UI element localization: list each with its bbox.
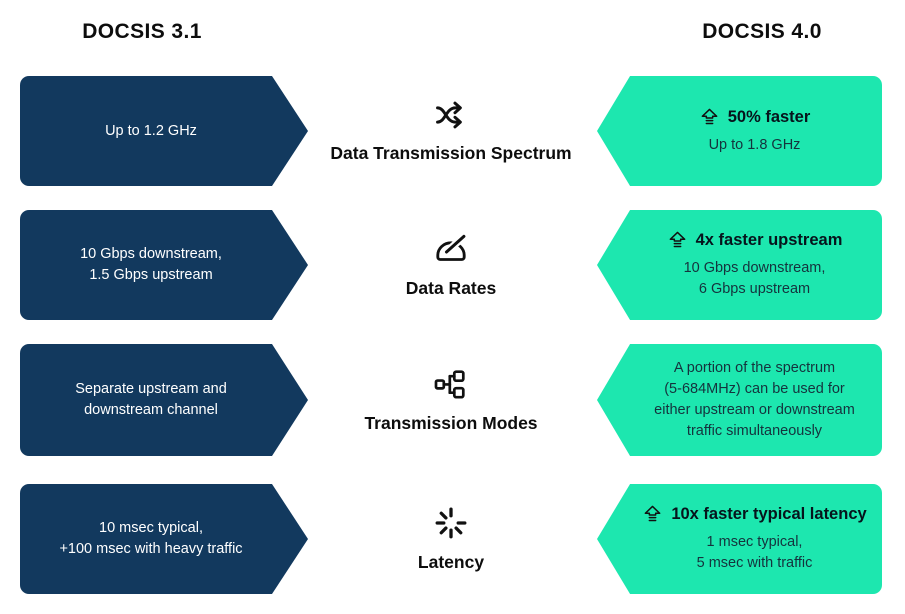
docsis40-latency-highlight: 10x faster typical latency: [642, 504, 867, 525]
highlight-text: 50% faster: [727, 107, 811, 126]
detail-line: 10 Gbps downstream,: [683, 260, 826, 276]
speed-up-icon: [701, 108, 718, 124]
gauge-icon: [436, 232, 468, 261]
speed-up-icon: [669, 231, 686, 248]
docsis31-modes-line2: downstream channel: [84, 402, 218, 418]
detail-line: (5-684MHz) can be used for: [664, 381, 845, 397]
docsis31-banner-latency: 10 msec typical, +100 msec with heavy tr…: [20, 484, 308, 594]
row-latency: 10 msec typical, +100 msec with heavy tr…: [0, 484, 905, 594]
docsis40-column-title: DOCSIS 4.0: [702, 20, 822, 43]
docsis40-modes-detail: A portion of the spectrum (5-684MHz) can…: [654, 358, 855, 442]
docsis31-rates-line2: 1.5 Gbps upstream: [89, 267, 213, 283]
feature-label-spectrum: Data Transmission Spectrum: [330, 143, 572, 163]
docsis31-rates-line1: 10 Gbps downstream,: [80, 246, 222, 262]
speed-up-icon: [644, 505, 661, 522]
detail-line: 5 msec with traffic: [696, 555, 813, 571]
docsis31-banner-spectrum: Up to 1.2 GHz: [20, 76, 308, 186]
docsis40-latency-detail: 1 msec typical, 5 msec with traffic: [697, 532, 813, 574]
spinner-icon: [435, 507, 467, 539]
docsis40-spectrum-detail: Up to 1.8 GHz: [709, 135, 801, 156]
docsis40-rates-highlight: 4x faster upstream: [667, 230, 843, 251]
feature-rates: Data Rates: [310, 210, 592, 320]
detail-line: 1 msec typical,: [706, 534, 803, 550]
docsis31-latency-line2: +100 msec with heavy traffic: [59, 541, 243, 557]
docsis31-modes-line1: Separate upstream and: [75, 381, 227, 397]
docsis40-rates-detail: 10 Gbps downstream, 6 Gbps upstream: [684, 258, 826, 300]
docsis40-banner-spectrum: 50% faster Up to 1.8 GHz: [597, 76, 882, 186]
docsis40-banner-modes: A portion of the spectrum (5-684MHz) can…: [597, 344, 882, 456]
detail-line: either upstream or downstream: [654, 402, 855, 418]
network-nodes-icon: [434, 370, 465, 399]
detail-line: A portion of the spectrum: [673, 360, 836, 376]
docsis40-banner-latency: 10x faster typical latency 1 msec typica…: [597, 484, 882, 594]
docsis31-banner-modes: Separate upstream and downstream channel: [20, 344, 308, 456]
detail-line: traffic simultaneously: [686, 423, 823, 439]
docsis40-spectrum-highlight: 50% faster: [699, 107, 811, 128]
detail-line: 6 Gbps upstream: [698, 281, 811, 297]
feature-modes: Transmission Modes: [310, 344, 592, 456]
feature-label-rates: Data Rates: [405, 278, 497, 298]
docsis31-latency-line1: 10 msec typical,: [99, 520, 203, 536]
detail-line: Up to 1.8 GHz: [708, 136, 801, 153]
feature-spectrum: Data Transmission Spectrum: [310, 76, 592, 186]
row-data-rates: 10 Gbps downstream, 1.5 Gbps upstream Da…: [0, 210, 905, 320]
feature-label-latency: Latency: [417, 552, 485, 572]
highlight-text: 10x faster typical latency: [671, 505, 867, 523]
highlight-text: 4x faster upstream: [695, 231, 843, 249]
row-data-transmission-spectrum: Up to 1.2 GHz Data Transmission Spectrum…: [0, 76, 905, 186]
docsis31-column-title: DOCSIS 3.1: [82, 20, 202, 43]
feature-latency: Latency: [310, 484, 592, 594]
shuffle-icon: [436, 101, 462, 129]
row-transmission-modes: Separate upstream and downstream channel…: [0, 344, 905, 456]
docsis31-spectrum-value: Up to 1.2 GHz: [105, 122, 197, 139]
docsis31-banner-rates: 10 Gbps downstream, 1.5 Gbps upstream: [20, 210, 308, 320]
docsis40-banner-rates: 4x faster upstream 10 Gbps downstream, 6…: [597, 210, 882, 320]
feature-label-modes: Transmission Modes: [364, 413, 538, 433]
